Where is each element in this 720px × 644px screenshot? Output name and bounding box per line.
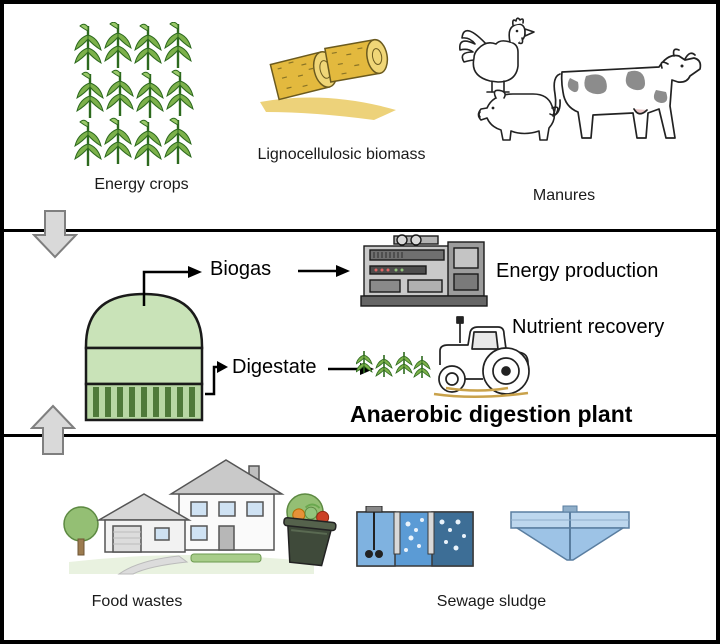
clarifier-icon [509, 504, 631, 566]
plant-title: Anaerobic digestion plant [350, 401, 633, 427]
digestate-label: Digestate [232, 356, 317, 378]
digestate-elbow-arrow-icon [204, 358, 230, 398]
lignocellulosic-biomass-label: Lignocellulosic biomass [257, 146, 426, 163]
tractor-field-icon [356, 307, 546, 399]
energy-crops-icon [74, 22, 204, 170]
compost-bin-icon [276, 502, 340, 572]
divider-middle-bottom [4, 434, 716, 437]
up-block-arrow-icon [29, 404, 77, 456]
hay-bales-icon [254, 30, 402, 128]
nutrient-recovery-label: Nutrient recovery [512, 316, 665, 338]
down-block-arrow-icon [31, 209, 79, 259]
divider-top-middle [4, 229, 716, 232]
biogas-label: Biogas [210, 258, 272, 280]
food-wastes-label: Food wastes [91, 593, 183, 610]
biogas-elbow-arrow-icon [140, 262, 206, 308]
manures-label: Manures [532, 187, 596, 204]
generator-icon [360, 234, 488, 308]
aeration-tank-icon [356, 506, 474, 568]
energy-production-label: Energy production [496, 260, 659, 282]
biogas-to-generator-arrow-icon [296, 262, 352, 280]
energy-crops-label: Energy crops [94, 176, 189, 193]
digester-tank-icon [80, 282, 208, 427]
cow-icon [544, 46, 710, 162]
sewage-sludge-label: Sewage sludge [436, 593, 547, 610]
chicken-icon [454, 14, 540, 100]
house-icon [59, 450, 324, 580]
